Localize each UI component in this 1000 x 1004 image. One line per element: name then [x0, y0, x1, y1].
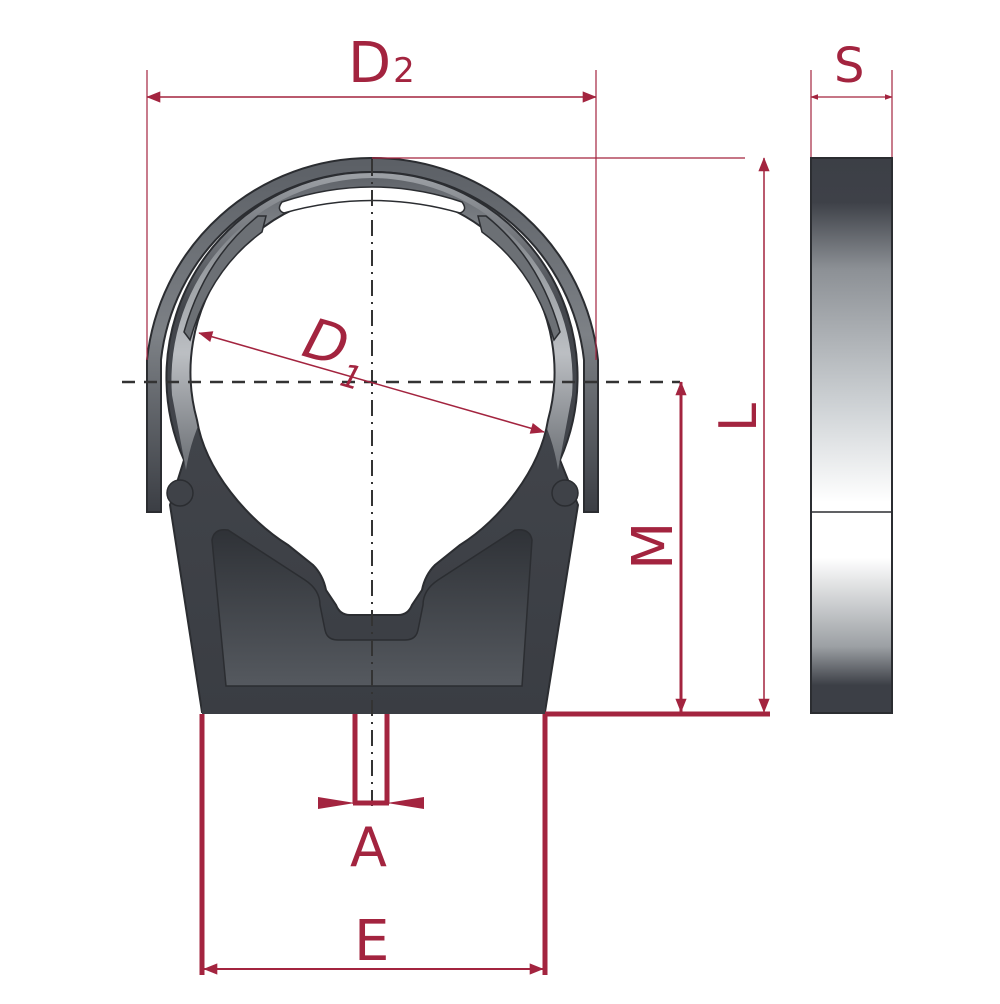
- a-arrow-left: [318, 797, 355, 809]
- label-a: A: [350, 816, 387, 879]
- left-latch-knob: [166, 479, 194, 507]
- label-e: E: [354, 909, 389, 974]
- left-groove: [183, 215, 267, 342]
- dimension-lines: [146, 70, 893, 975]
- right-groove: [477, 215, 561, 342]
- label-d2: D2: [348, 31, 415, 96]
- pipe-clip-side-view: [810, 157, 893, 714]
- d1-dimension-line: [198, 331, 545, 434]
- clip-base-pocket: [211, 528, 533, 687]
- pipe-clip-front-view: [146, 156, 599, 714]
- label-s: S: [834, 38, 864, 94]
- label-l: L: [709, 403, 769, 432]
- right-latch-knob: [551, 479, 579, 507]
- side-profile: [810, 157, 893, 714]
- clip-base-bottom: [202, 700, 545, 714]
- label-m: M: [621, 522, 686, 570]
- a-arrow-right: [387, 797, 424, 809]
